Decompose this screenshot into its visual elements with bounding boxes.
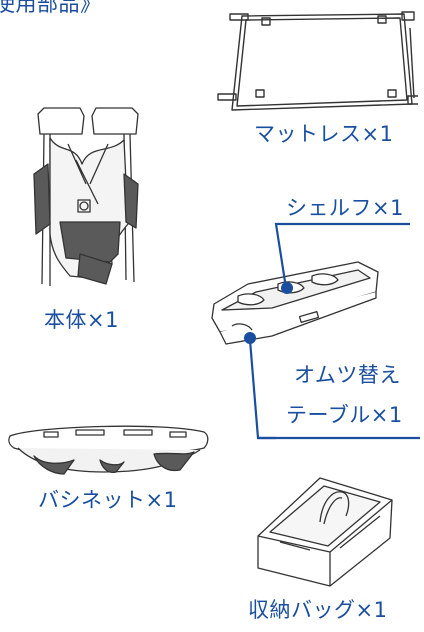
playard-frame-illustration [20,104,160,300]
shelf-illustration [208,248,388,360]
storage-bag-illustration [250,472,400,592]
bassinet-label: バシネット×1 [38,488,178,512]
shelf-label: シェルフ×1 [286,196,404,220]
changing-table-label-line2: テーブル×1 [286,403,403,427]
body-label: 本体×1 [44,308,119,332]
page-heading: 使用部品》 [0,0,102,16]
mattress-label: マットレス×1 [254,122,394,146]
bassinet-illustration [4,416,214,482]
mattress-illustration [212,8,418,118]
changing-table-label-line1: オムツ替え [294,363,401,387]
bag-label: 収納バッグ×1 [248,598,388,622]
